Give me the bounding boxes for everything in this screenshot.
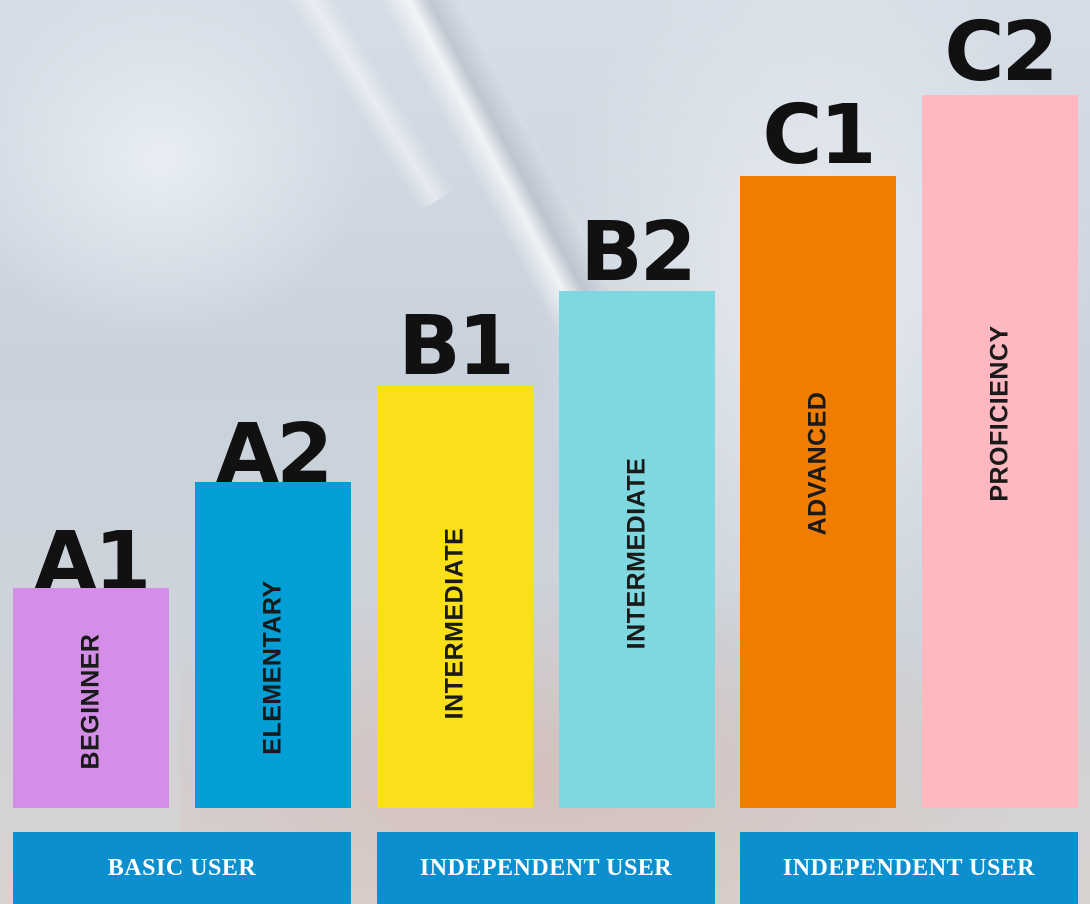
level-label-b1: INTERMEDIATE [440, 527, 469, 720]
level-code-c2: C2 [944, 5, 1058, 100]
level-code-a2: A2 [215, 407, 334, 502]
level-label-c1: ADVANCED [803, 391, 832, 536]
group-label: BASIC USER [107, 854, 257, 881]
level-label-a1: BEGINNER [76, 633, 105, 770]
level-bar-c1: ADVANCED [740, 176, 896, 808]
group-basic-user: BASIC USER [13, 832, 351, 904]
level-code-c1: C1 [762, 88, 876, 183]
group-independent-user-b: INDEPENDENT USER [377, 832, 715, 904]
group-independent-user-c: INDEPENDENT USER [740, 832, 1078, 904]
level-label-a2: ELEMENTARY [258, 580, 287, 755]
group-label: INDEPENDENT USER [782, 854, 1036, 881]
level-label-c2: PROFICIENCY [985, 325, 1014, 502]
level-bar-a2: ELEMENTARY [195, 482, 351, 808]
level-bar-c2: PROFICIENCY [922, 95, 1078, 808]
level-bar-b1: INTERMEDIATE [377, 386, 533, 808]
group-label: INDEPENDENT USER [419, 854, 673, 881]
level-bar-b2: INTERMEDIATE [559, 291, 715, 808]
level-label-b2: INTERMEDIATE [622, 457, 651, 650]
level-code-b2: B2 [580, 205, 697, 300]
level-bar-a1: BEGINNER [13, 588, 169, 808]
level-code-b1: B1 [398, 299, 515, 394]
